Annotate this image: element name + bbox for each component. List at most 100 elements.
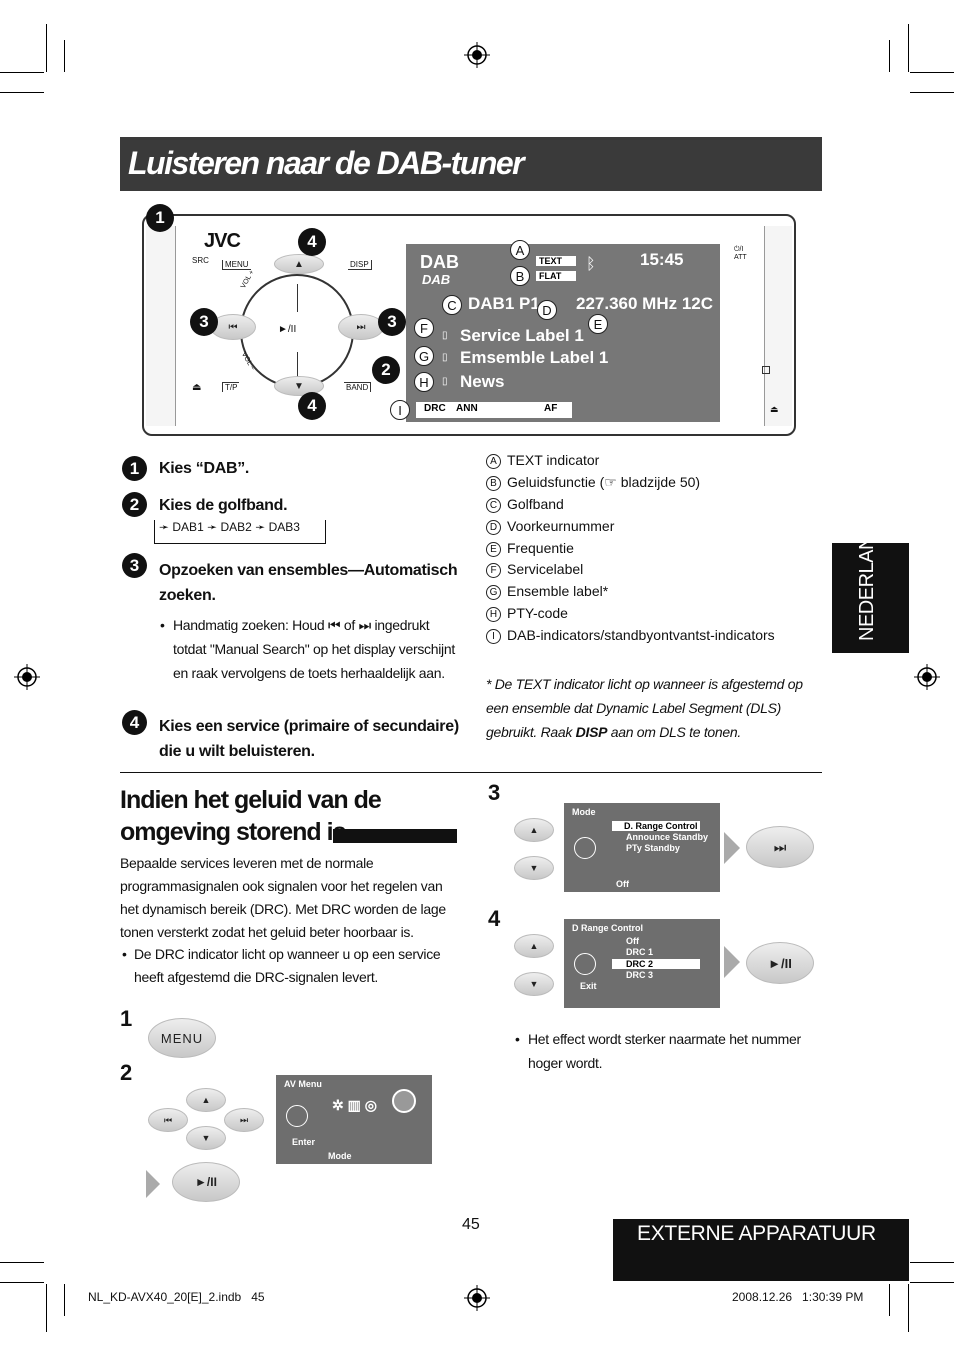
next-button-illustration[interactable]: ⏭ bbox=[224, 1108, 264, 1132]
step-3-text: Opzoeken van ensembles—Automatisch zoeke… bbox=[159, 562, 458, 604]
crop-mark bbox=[0, 1282, 44, 1283]
av-menu-mode: Mode bbox=[328, 1151, 352, 1161]
frequency: 227.360 MHz 12C bbox=[576, 294, 714, 313]
title-bar-decoration bbox=[333, 829, 457, 843]
step-2-number: 2 bbox=[122, 492, 147, 517]
down-button-illustration[interactable]: ▼ bbox=[514, 972, 554, 996]
drc-item-selected: DRC 2 bbox=[612, 959, 700, 969]
step-4-text: Kies een service (primaire of secundaire… bbox=[159, 718, 459, 760]
control-dial[interactable]: ►/II bbox=[240, 274, 354, 388]
dab-label: DAB bbox=[420, 252, 459, 272]
callout-C: C bbox=[442, 295, 462, 315]
play-pause-icon: ►/II bbox=[278, 324, 297, 335]
att-button[interactable]: ⏻/I ATT bbox=[734, 246, 747, 261]
callout-H: H bbox=[414, 372, 434, 392]
av-menu-title: AV Menu bbox=[284, 1079, 322, 1089]
up-button-illustration[interactable]: ▲ bbox=[186, 1088, 226, 1112]
dial-icon bbox=[574, 837, 596, 859]
mode-item-selected: D. Range Control bbox=[612, 821, 700, 831]
down-button-illustration[interactable]: ▼ bbox=[186, 1126, 226, 1150]
band-preset: DAB1 P1 bbox=[468, 294, 540, 313]
clock: 15:45 bbox=[640, 250, 684, 269]
substep-4-number: 4 bbox=[488, 906, 501, 931]
menu-button-illustration[interactable]: MENU bbox=[148, 1018, 216, 1058]
page-title: Luisteren naar de DAB-tuner bbox=[128, 145, 525, 181]
callout-F: F bbox=[414, 318, 434, 338]
down-button[interactable]: ▼ bbox=[274, 376, 324, 396]
next-button[interactable]: ⏭ bbox=[338, 314, 384, 340]
detach-icon[interactable]: ⏏ bbox=[770, 404, 779, 414]
ensemble-icon: ▯ bbox=[442, 352, 448, 363]
band-sequence: ➛ DAB1 ➛ DAB2 ➛ DAB3 bbox=[154, 520, 326, 544]
pty-label: News bbox=[460, 372, 505, 391]
down-button-illustration[interactable]: ▼ bbox=[514, 856, 554, 880]
eject-icon[interactable]: ⏏ bbox=[192, 382, 202, 393]
drc-item: DRC 3 bbox=[626, 970, 654, 980]
next-up-button-illustration[interactable]: ⏭ bbox=[746, 826, 814, 868]
prev-button-illustration[interactable]: ⏮ bbox=[148, 1108, 188, 1132]
language-tab: NEDERLANDS bbox=[832, 509, 909, 653]
pty-icon: ▯ bbox=[442, 376, 448, 387]
section-footer: EXTERNE APPARATUUR bbox=[613, 1219, 909, 1281]
up-button-illustration[interactable]: ▲ bbox=[514, 934, 554, 958]
section-title-line2: omgeving storend is bbox=[120, 818, 346, 846]
next-icon: ⏭ bbox=[358, 617, 372, 633]
callout-3-right: 3 bbox=[378, 308, 406, 336]
ensemble-label: Emsemble Label 1 bbox=[460, 348, 609, 367]
page-number: 45 bbox=[462, 1216, 480, 1233]
menu-button[interactable]: MENU bbox=[222, 260, 251, 270]
crop-mark bbox=[910, 92, 954, 93]
callout-A: A bbox=[510, 240, 530, 260]
footnote: * De TEXT indicator licht op wanneer is … bbox=[486, 676, 803, 740]
drc-item: Off bbox=[626, 936, 639, 946]
up-button[interactable]: ▲ bbox=[274, 254, 324, 274]
lcd-display: DAB DAB TEXT FLAT ᛒ 15:45 DAB1 P1 227.36… bbox=[406, 244, 720, 422]
brand-logo: JVC bbox=[204, 230, 241, 252]
service-label: Service Label 1 bbox=[460, 326, 584, 345]
arrow-icon bbox=[146, 1170, 160, 1198]
print-file-info: NL_KD-AVX40_20[E]_2.indb 45 bbox=[88, 1290, 265, 1304]
tp-button[interactable]: T/P bbox=[222, 382, 240, 392]
crop-mark bbox=[46, 24, 47, 72]
step-3-note: Handmatig zoeken: Houd ⏮ of ⏭ ingedrukt … bbox=[173, 613, 463, 685]
play-pause-button-illustration[interactable]: ►/II bbox=[172, 1162, 240, 1202]
band-button[interactable]: BAND bbox=[344, 382, 372, 392]
section-divider bbox=[120, 772, 822, 773]
callout-G: G bbox=[414, 346, 434, 366]
arrow-icon bbox=[724, 832, 740, 864]
registration-mark-icon bbox=[464, 1285, 490, 1311]
car-unit-panel: JVC SRC MENU DISP ►/II ▲ ▼ ⏮ ⏭ VOL + VOL… bbox=[142, 214, 796, 436]
callout-4-top: 4 bbox=[298, 228, 326, 256]
play-pause-button-illustration[interactable]: ►/II bbox=[746, 942, 814, 984]
substep-3-number: 3 bbox=[488, 780, 501, 805]
section-body: Bepaalde services leveren met de normale… bbox=[120, 855, 446, 940]
callout-3-left: 3 bbox=[190, 308, 218, 336]
mode-item: Announce Standby bbox=[626, 832, 709, 842]
band-dab3: DAB3 bbox=[268, 520, 300, 534]
callout-B: B bbox=[510, 266, 530, 286]
mode-bottom-label: Off bbox=[616, 879, 629, 889]
step-4-number: 4 bbox=[122, 710, 147, 735]
disp-button[interactable]: DISP bbox=[348, 260, 372, 270]
section-bullet: De DRC indicator licht op wanneer u op e… bbox=[134, 946, 441, 985]
band-dab1: DAB1 bbox=[172, 520, 204, 534]
dial-icon bbox=[286, 1105, 308, 1127]
page-title-bar: Luisteren naar de DAB-tuner bbox=[120, 137, 822, 191]
step-1-text: Kies “DAB”. bbox=[159, 460, 250, 477]
language-tab-label: NEDERLANDS bbox=[856, 509, 878, 641]
up-button-illustration[interactable]: ▲ bbox=[514, 818, 554, 842]
crop-mark bbox=[910, 1282, 954, 1283]
crop-mark bbox=[64, 40, 65, 72]
step-3-note-a: Handmatig zoeken: Houd bbox=[173, 617, 325, 633]
src-label: SRC bbox=[192, 256, 209, 265]
callout-E: E bbox=[588, 314, 608, 334]
mode-item: PTy Standby bbox=[626, 843, 680, 853]
crop-mark bbox=[0, 1262, 44, 1263]
callout-D: D bbox=[537, 300, 557, 320]
